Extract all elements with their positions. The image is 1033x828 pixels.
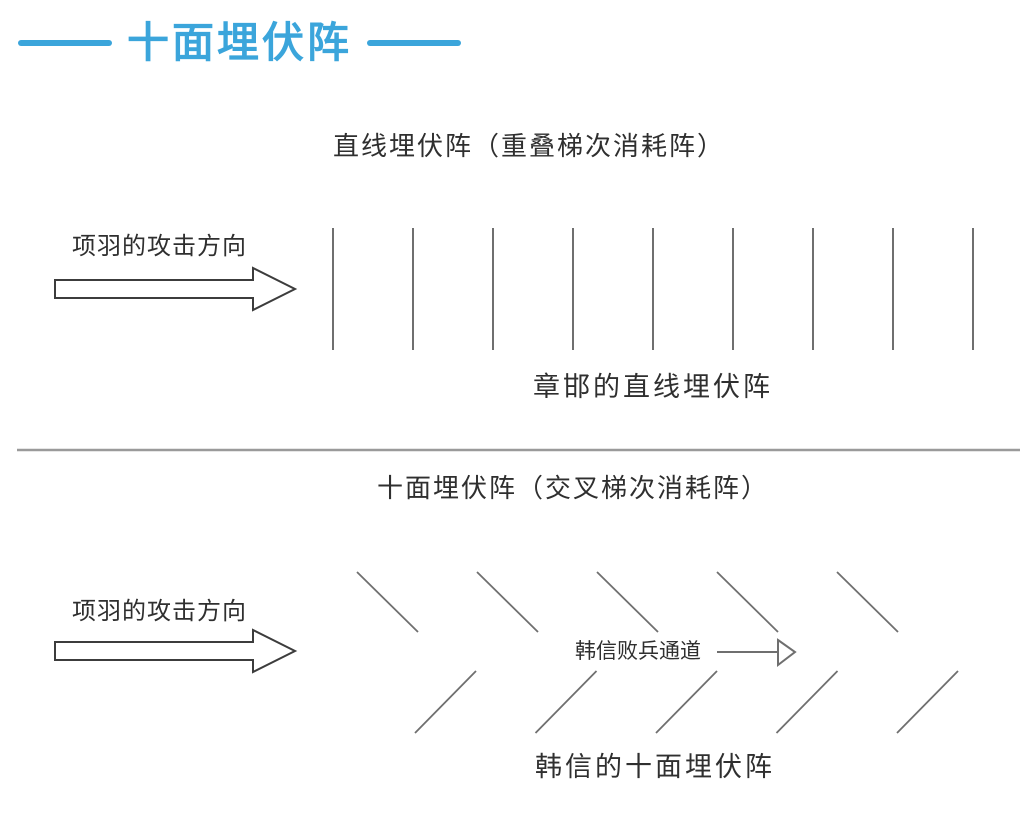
top-attack-direction-label: 项羽的攻击方向 <box>72 234 247 260</box>
retreat-channel-arrow <box>717 638 797 668</box>
linear-ambush-lines <box>332 228 974 350</box>
bottom-attack-direction-label: 项羽的攻击方向 <box>72 599 247 625</box>
page-header: 十面埋伏阵 <box>18 19 462 66</box>
bottom-diagram-title: 十面埋伏阵（交叉梯次消耗阵） <box>377 474 770 503</box>
attack-arrow-top <box>54 266 298 312</box>
cross-ambush-upper-lines <box>356 571 899 633</box>
cross-ambush-lower-lines <box>414 670 959 734</box>
title-dash-right <box>367 40 462 46</box>
title-dash-left <box>18 40 112 46</box>
attack-arrow-bottom <box>54 628 298 674</box>
retreat-channel-label: 韩信败兵通道 <box>575 639 701 663</box>
top-diagram-title: 直线埋伏阵（重叠梯次消耗阵） <box>333 132 726 161</box>
bottom-diagram-caption: 韩信的十面埋伏阵 <box>535 752 775 782</box>
page-title: 十面埋伏阵 <box>127 19 353 66</box>
top-diagram-caption: 章邯的直线埋伏阵 <box>533 372 773 402</box>
